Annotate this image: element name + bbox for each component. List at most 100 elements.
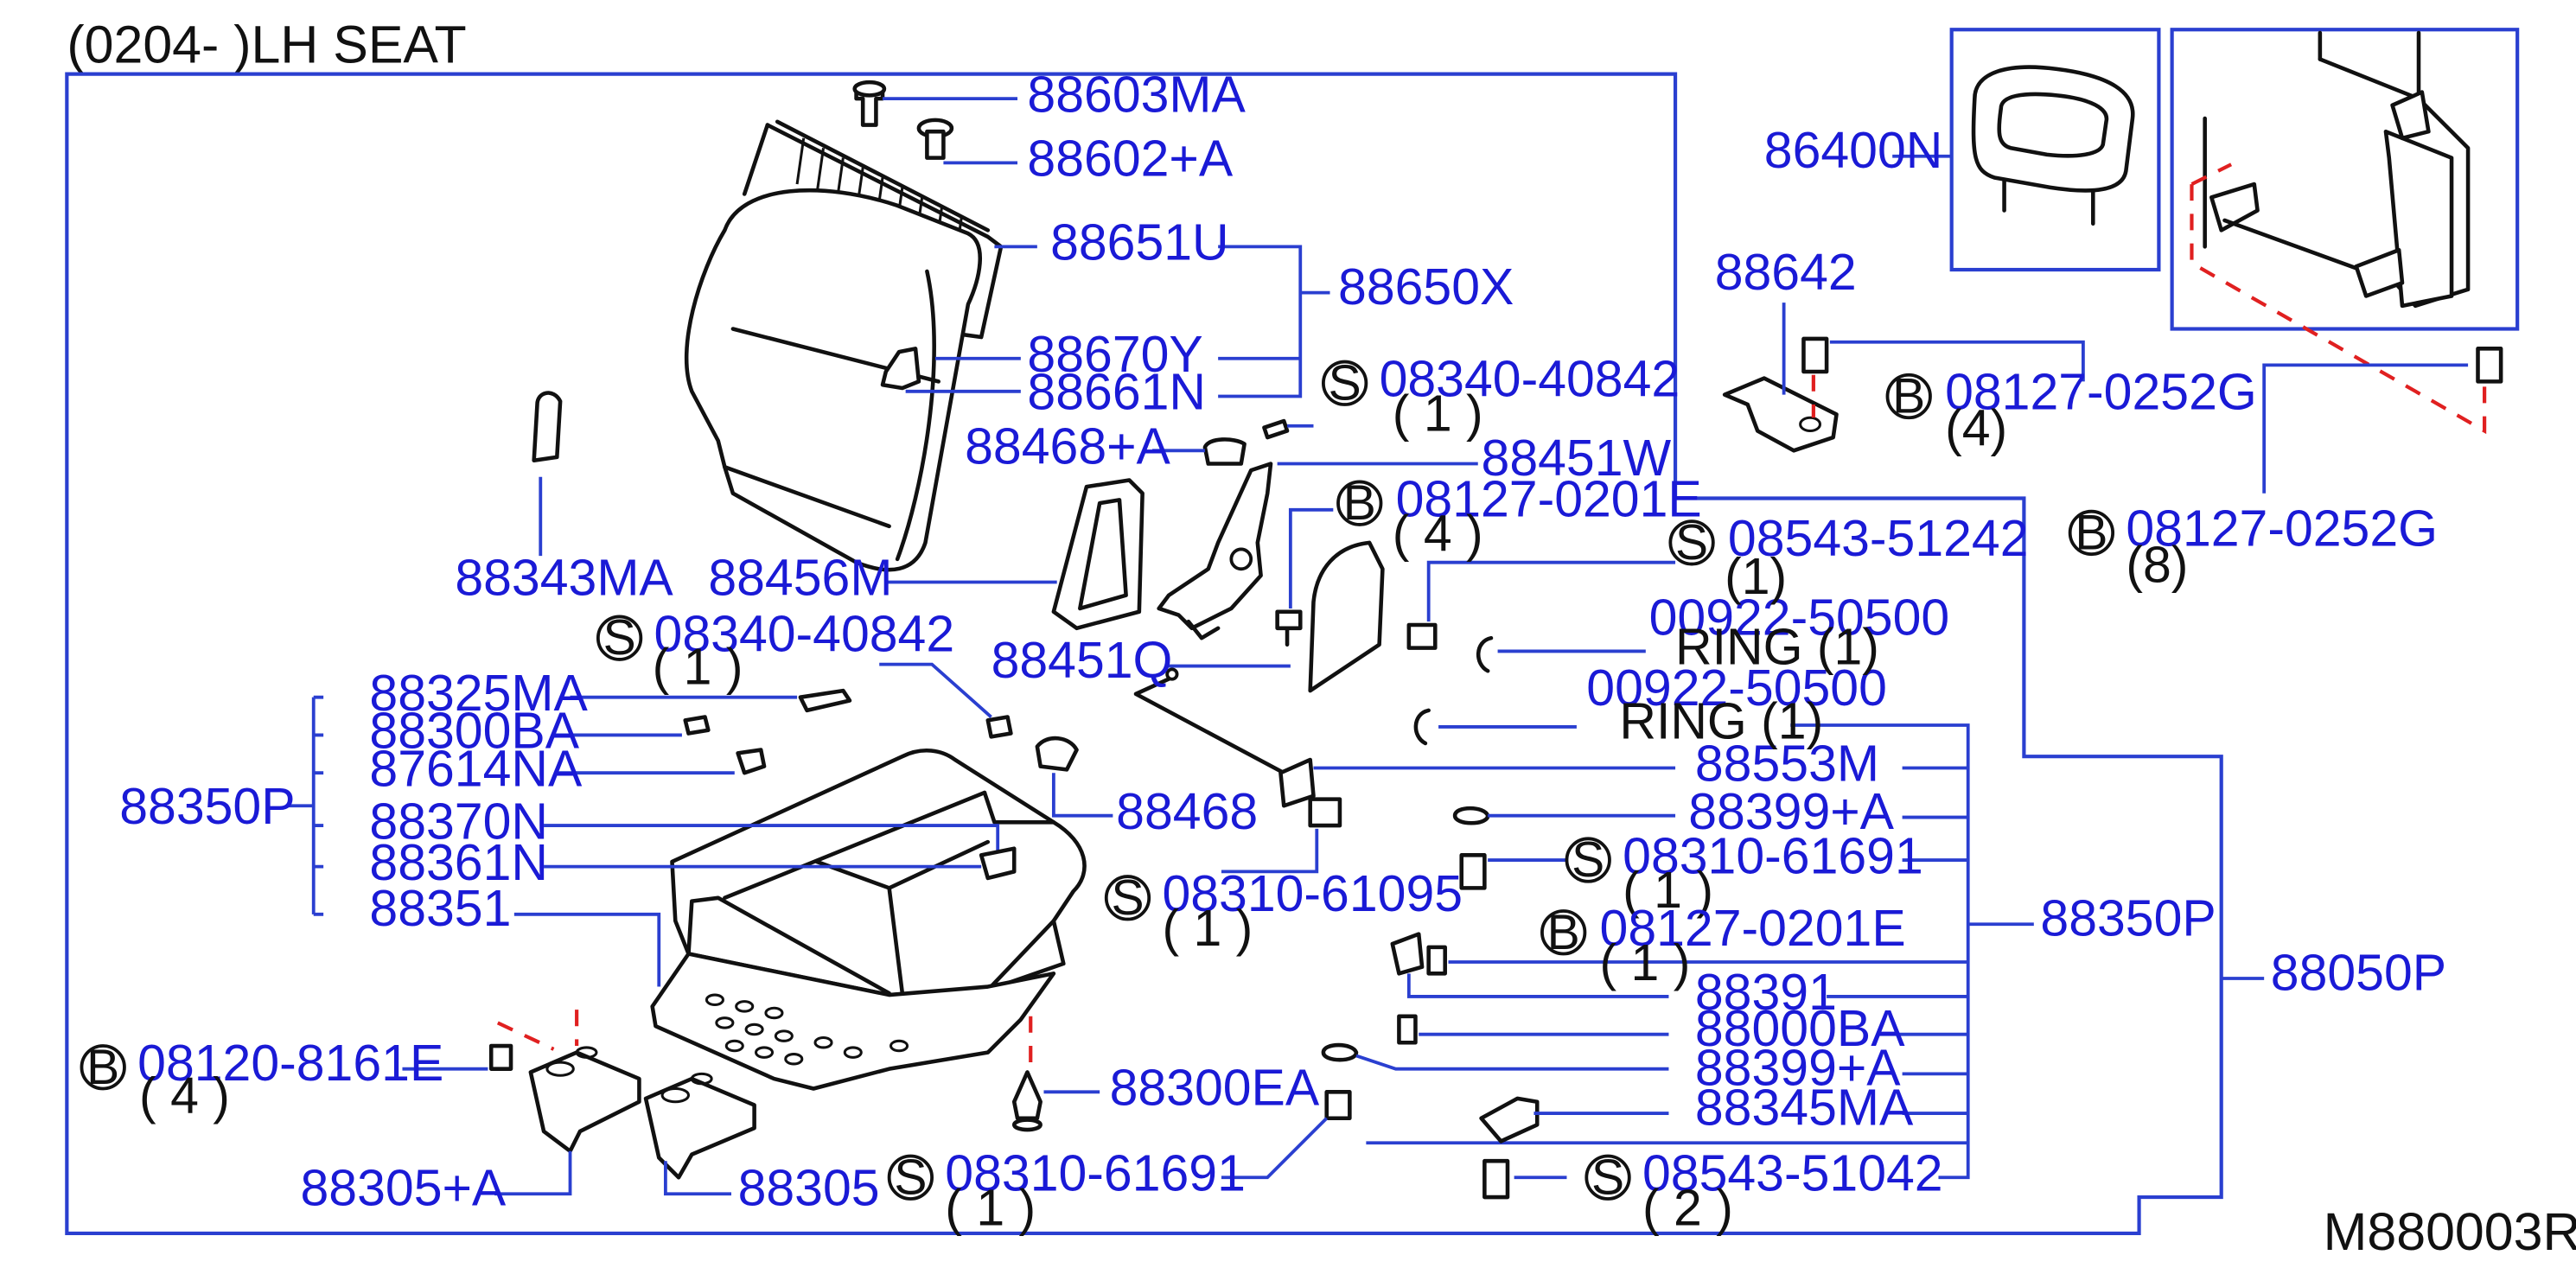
- knob-88468: [1035, 736, 1079, 772]
- label-88661n[interactable]: 88661N: [1027, 365, 1206, 421]
- label-88399a-2[interactable]: 88399+A: [1695, 1041, 1901, 1097]
- callout-08543-51242[interactable]: 08543-51242: [1728, 511, 2029, 567]
- bracket-88305a: [528, 1046, 641, 1154]
- label-00922-b[interactable]: 00922-50500: [1586, 660, 1887, 717]
- screw-88000ba: [1397, 1014, 1418, 1045]
- label-88350p-right[interactable]: 88350P: [2040, 891, 2216, 947]
- label-86400n[interactable]: 86400N: [1764, 123, 1943, 179]
- bolt-08543-51042: [1482, 1158, 1510, 1200]
- label-88305[interactable]: 88305: [738, 1161, 880, 1217]
- drawing-number: M880003R: [2324, 1202, 2576, 1261]
- label-00922-a[interactable]: 00922-50500: [1649, 589, 1950, 646]
- callout-08120-8161e[interactable]: 08120-8161E: [137, 1035, 443, 1092]
- bolt-08127-0201e: [1275, 609, 1303, 647]
- callout-08340-40842-a[interactable]: 08340-40842: [1380, 352, 1680, 408]
- badge-b-icon: [1885, 373, 1932, 420]
- ring-00922-b: [1413, 708, 1431, 746]
- diagram-title: (0204- )LH SEAT: [67, 15, 466, 73]
- qty-08310-61095: ( 1 ): [1162, 901, 1253, 957]
- label-88451w[interactable]: 88451W: [1482, 430, 1672, 487]
- headrest-guide-88602a: [916, 118, 954, 160]
- callout-08310-61095[interactable]: 08310-61095: [1162, 866, 1463, 922]
- trim-cover-88343ma: [532, 391, 563, 463]
- callout-08127-0252g-b[interactable]: 08127-0252G: [2126, 501, 2438, 557]
- side-cover-88451q: [1308, 540, 1385, 693]
- label-88325ma[interactable]: 88325MA: [369, 666, 588, 722]
- badge-letter: B: [86, 1040, 119, 1095]
- badge-letter: S: [1329, 355, 1361, 411]
- clip-88391: [1390, 932, 1447, 976]
- seat-frame-pan-drawing: [650, 952, 1056, 1091]
- label-88300ba[interactable]: 88300BA: [369, 704, 579, 760]
- label-88603ma[interactable]: 88603MA: [1027, 67, 1246, 123]
- label-88456m[interactable]: 88456M: [708, 551, 892, 607]
- ring-label-a: RING (1): [1675, 620, 1879, 676]
- bracket-88305: [643, 1072, 756, 1180]
- badge-b-icon: [1336, 480, 1383, 526]
- label-88399a-1[interactable]: 88399+A: [1688, 784, 1894, 840]
- label-88351[interactable]: 88351: [369, 881, 511, 937]
- label-88343ma[interactable]: 88343MA: [455, 551, 673, 607]
- hook-88670y: [880, 347, 921, 391]
- badge-letter: S: [1591, 1150, 1624, 1205]
- headrest-box: [1949, 28, 2161, 272]
- badge-letter: B: [1547, 905, 1580, 960]
- bolt-08127-0252g-a: [1801, 336, 1829, 374]
- qty-08127-0252g-b: (8): [2126, 538, 2188, 594]
- label-88650x[interactable]: 88650X: [1338, 259, 1514, 315]
- washer-88399a-2: [1321, 1042, 1359, 1062]
- qty-08127-0252g-a: (4): [1945, 401, 2007, 457]
- label-88670y[interactable]: 88670Y: [1027, 327, 1202, 383]
- label-88345ma[interactable]: 88345MA: [1695, 1080, 1914, 1136]
- label-87614na[interactable]: 87614NA: [369, 741, 583, 797]
- callout-08340-40842-b[interactable]: 08340-40842: [654, 606, 955, 662]
- callout-08543-51042[interactable]: 08543-51042: [1642, 1145, 1943, 1201]
- seat-mount-rail-drawing: [2203, 30, 2471, 309]
- bolt-08310-61691-b: [1324, 1090, 1352, 1121]
- label-88300ea[interactable]: 88300EA: [1110, 1061, 1320, 1117]
- label-88553m[interactable]: 88553M: [1695, 736, 1879, 793]
- label-88000ba[interactable]: 88000BA: [1695, 1001, 1905, 1057]
- recliner-frame-88451w: [1157, 462, 1273, 640]
- qty-08340-a: ( 1 ): [1393, 385, 1483, 442]
- label-88468a[interactable]: 88468+A: [965, 419, 1170, 475]
- callout-08310-61691-a[interactable]: 08310-61691: [1623, 828, 1923, 884]
- callout-08127-0201e-b[interactable]: 08127-0201E: [1600, 901, 1906, 957]
- badge-letter: S: [1111, 870, 1144, 926]
- callout-08127-0252g-a[interactable]: 08127-0252G: [1945, 365, 2257, 421]
- bolt-08340-a: [1262, 418, 1290, 440]
- callout-08127-0201e-a[interactable]: 08127-0201E: [1396, 471, 1702, 527]
- badge-letter: B: [1343, 475, 1376, 531]
- bolt-08543-51242: [1406, 622, 1438, 650]
- clip-88361n: [979, 846, 1017, 881]
- badge-s-icon: [1668, 519, 1715, 566]
- qty-08127-0201e-a: ( 4 ): [1393, 506, 1483, 562]
- mount-box: [2170, 28, 2520, 331]
- label-88602a[interactable]: 88602+A: [1027, 131, 1233, 188]
- qty-08543-51042: ( 2 ): [1642, 1180, 1733, 1236]
- label-88651u[interactable]: 88651U: [1050, 215, 1229, 271]
- label-88350p-left[interactable]: 88350P: [119, 779, 295, 835]
- label-88451q[interactable]: 88451Q: [992, 633, 1173, 689]
- badge-letter: S: [1675, 515, 1708, 570]
- badge-s-icon: [1322, 360, 1368, 406]
- ring-label-b: RING (1): [1619, 693, 1823, 749]
- label-88468[interactable]: 88468: [1116, 784, 1258, 840]
- label-88050p[interactable]: 88050P: [2271, 945, 2446, 1001]
- label-88361n[interactable]: 88361N: [369, 835, 548, 891]
- qty-08310-61691-b: ( 1 ): [945, 1180, 1036, 1236]
- label-88642[interactable]: 88642: [1715, 245, 1857, 301]
- qty-08543-51242: (1): [1725, 549, 1787, 605]
- label-88391[interactable]: 88391: [1695, 965, 1837, 1021]
- qty-08340-b: ( 1 ): [653, 639, 743, 695]
- badge-s-icon: [1104, 875, 1151, 921]
- badge-letter: B: [2075, 505, 2107, 560]
- label-88305a[interactable]: 88305+A: [301, 1161, 507, 1217]
- badge-s-icon: [1565, 837, 1611, 883]
- badge-s-icon: [596, 615, 643, 661]
- clip-88300ea: [1011, 1070, 1043, 1132]
- label-88370n[interactable]: 88370N: [369, 793, 548, 850]
- recliner-cover-88456m: [1051, 478, 1145, 631]
- callout-08310-61691-b[interactable]: 08310-61691: [945, 1145, 1246, 1201]
